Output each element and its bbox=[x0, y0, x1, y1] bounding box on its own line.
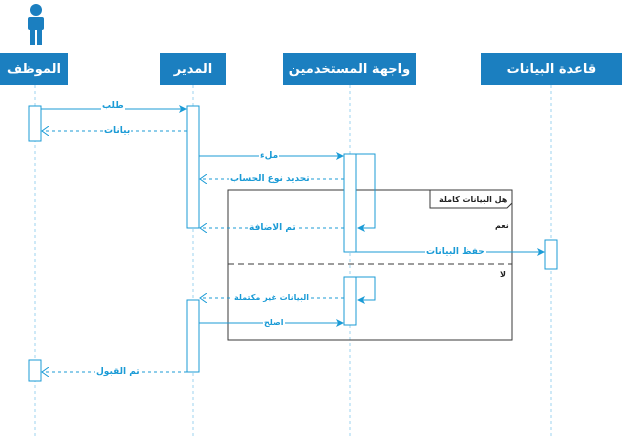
fragment-condition: هل البيانات كاملة bbox=[439, 195, 508, 204]
self-loop-ui-1 bbox=[356, 153, 376, 232]
activation-database bbox=[544, 239, 558, 270]
lifeline-header-ui: واجهة المستخدمين bbox=[283, 53, 416, 85]
activation-ui-1 bbox=[343, 153, 357, 253]
self-loop-ui-2 bbox=[356, 276, 376, 304]
activation-manager-1 bbox=[186, 105, 200, 229]
activation-employee-1 bbox=[28, 105, 42, 142]
lifeline-header-employee: الموظف bbox=[0, 53, 68, 85]
fragment-guard-no: لا bbox=[500, 270, 506, 279]
alt-fragment bbox=[227, 189, 513, 341]
fragment-guard-yes: نعم bbox=[495, 221, 509, 230]
lifeline-header-manager: المدير bbox=[160, 53, 226, 85]
msg-request-label: طلب bbox=[101, 100, 125, 112]
activation-manager-2 bbox=[186, 299, 200, 373]
activation-ui-2 bbox=[343, 276, 357, 326]
msg-accepted-label: تم القبول bbox=[95, 366, 141, 378]
activation-employee-2 bbox=[28, 359, 42, 382]
msg-fill-label: ملء bbox=[259, 150, 280, 162]
msg-account-type-label: تحديد نوع الحساب bbox=[229, 173, 311, 185]
actor-icon bbox=[28, 4, 44, 45]
msg-data-label: بيانات bbox=[103, 125, 132, 137]
msg-fix-label: اصلح bbox=[263, 317, 285, 329]
msg-save-data-label: حفظ البيانات bbox=[425, 246, 486, 258]
msg-incomplete-label: البيانات غير مكتملة bbox=[233, 292, 310, 304]
msg-added-label: تم الاضافة bbox=[248, 222, 297, 234]
lifeline-header-database: قاعدة البيانات bbox=[481, 53, 622, 85]
